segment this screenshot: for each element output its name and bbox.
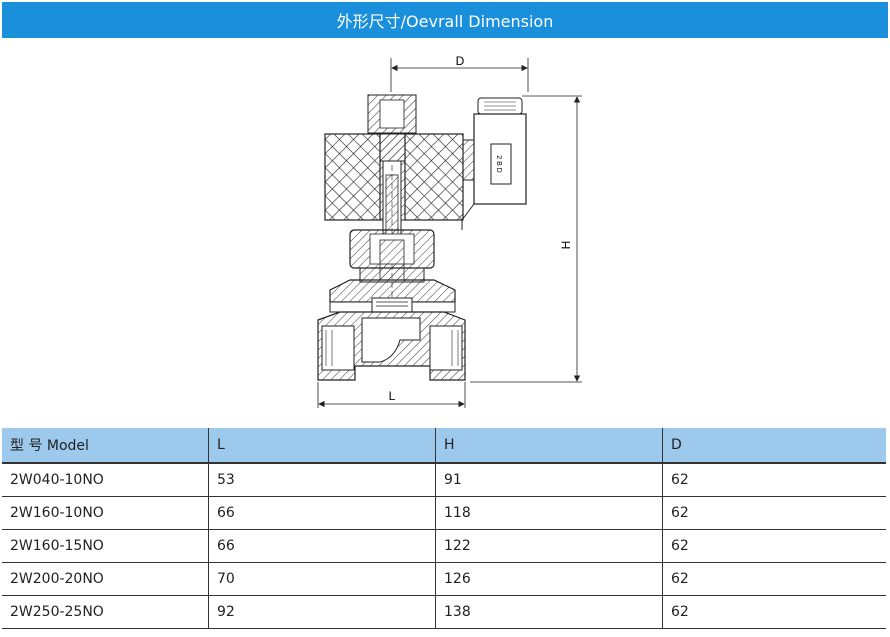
dimension-h: H [470,95,582,383]
page-title: 外形尺寸/Oevrall Dimension [336,12,554,31]
cell-l: 66 [208,496,436,530]
dimension-d-label: D [456,54,465,68]
column-header-h: H [435,428,663,464]
dimension-d: D [390,54,529,92]
cell-d: 62 [662,463,886,497]
valve-drawing: D H L [0,40,890,420]
cell-h: 118 [435,496,663,530]
title-bar: 外形尺寸/Oevrall Dimension [2,2,888,38]
dimension-h-label: H [559,241,573,250]
cell-l: 70 [208,562,436,596]
cell-model: 2W200-20NO [2,562,209,596]
cell-l: 66 [208,529,436,563]
valve-body [317,311,466,381]
column-header-l: L [208,428,436,464]
cell-h: 126 [435,562,663,596]
table-row: 2W250-25NO 92 138 62 [2,595,886,629]
table-row: 2W040-10NO 53 91 62 [2,463,886,497]
diaphragm-cover [329,279,456,313]
dimension-l: L [317,382,466,408]
cell-h: 122 [435,529,663,563]
cell-model: 2W040-10NO [2,463,209,497]
table-row: 2W200-20NO 70 126 62 [2,562,886,596]
cell-l: 53 [208,463,436,497]
column-header-d: D [662,428,886,464]
table-row: 2W160-15NO 66 122 62 [2,529,886,563]
cell-d: 62 [662,562,886,596]
din-connector: 2 B D [461,97,527,230]
cell-l: 92 [208,595,436,629]
cell-h: 138 [435,595,663,629]
cell-d: 62 [662,529,886,563]
bonnet [349,229,435,283]
cell-h: 91 [435,463,663,497]
column-header-model: 型 号 Model [2,428,209,464]
cell-model: 2W160-15NO [2,529,209,563]
valve-cross-section-diagram: D H L [317,54,582,408]
cell-model: 2W250-25NO [2,595,209,629]
dimension-table: 型 号 Model L H D 2W040-10NO 53 91 62 2W16… [2,428,886,629]
cell-model: 2W160-10NO [2,496,209,530]
cell-d: 62 [662,595,886,629]
table-row: 2W160-10NO 66 118 62 [2,496,886,530]
cell-d: 62 [662,496,886,530]
table-header-row: 型 号 Model L H D [2,428,886,464]
dimension-l-label: L [389,389,396,403]
coil-plug-text: 2 B D [495,155,502,173]
